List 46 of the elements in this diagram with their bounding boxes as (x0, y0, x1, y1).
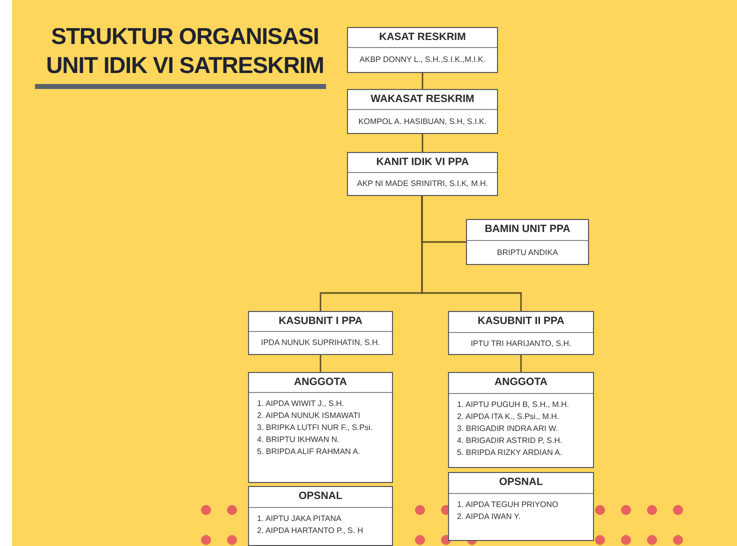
member-name: 5. BRIPDA RIZKY ARDIAN A. (457, 448, 562, 458)
org-box (347, 89, 498, 134)
org-box (248, 486, 393, 546)
member-name: 2. AIPDA IWAN Y. (457, 512, 520, 522)
org-box (448, 311, 594, 355)
member-name: 5. BRIPDA ALIF RAHMAN A. (257, 447, 360, 457)
member-name: 4. BRIGADIR ASTRID P, S.H. (457, 436, 562, 446)
member-name: 3. BRIPKA LUTFI NUR F., S.Psi. (257, 423, 373, 433)
connector-line (320, 355, 322, 372)
diagram-title: STRUKTUR ORGANISASI UNIT IDIK VI SATRESKRIM (45, 22, 325, 80)
position-title: ANGGOTA (449, 373, 593, 394)
position-title: OPSNAL (249, 487, 392, 508)
position-title: KANIT IDIK VI PPA (348, 153, 497, 173)
member-name: 2. AIPDA ITA K., S.Psi., M.H. (457, 412, 560, 422)
officer-name: KOMPOL A. HASIBUAN, S.H, S.I.K. (358, 116, 487, 126)
org-box (347, 152, 498, 196)
member-name: 1. AIPTU PUGUH B, S.H., M.H. (457, 400, 570, 410)
officer-name: IPDA NUNUK SUPRIHATIN, S.H. (261, 338, 380, 348)
org-box (448, 372, 594, 468)
connector-line (422, 73, 424, 89)
org-box (347, 27, 498, 73)
connector-line (520, 355, 522, 372)
position-title: BAMIN UNIT PPA (467, 220, 588, 241)
member-name: 2. AIPDA NUNUK ISMAWATI (257, 411, 360, 421)
position-title: WAKASAT RESKRIM (348, 90, 497, 110)
org-box (248, 372, 393, 483)
member-name: 1. AIPDA TEGUH PRIYONO (457, 500, 558, 510)
member-name: 1. AIPTU JAKA PITANA (257, 514, 342, 524)
member-name: 1. AIPDA WIWIT J., S.H. (257, 399, 344, 409)
position-title: KASUBNIT I PPA (249, 312, 392, 332)
officer-name: IPTU TRI HARIJANTO, S.H. (470, 338, 572, 348)
org-box (248, 311, 393, 355)
member-name: 3. BRIGADIR INDRA ARI W. (457, 424, 558, 434)
connector-line (422, 134, 424, 152)
member-name: 2. AIPDA HARTANTO P., S. H (257, 526, 364, 536)
member-name: 4. BRIPTU IKHWAN N. (257, 435, 340, 445)
position-title: KASAT RESKRIM (348, 28, 497, 48)
officer-name: AKP NI MADE SRINITRI, S.I.K, M.H. (357, 179, 488, 189)
connector-line (421, 196, 522, 311)
org-box (466, 219, 589, 265)
position-title: OPSNAL (449, 473, 593, 494)
officer-name: BRIPTU ANDIKA (497, 248, 558, 258)
position-title: ANGGOTA (249, 373, 392, 393)
position-title: KASUBNIT II PPA (449, 312, 593, 333)
org-box (448, 472, 594, 541)
officer-name: AKBP DONNY L., S.H.,S.I.K.,M.I.K. (360, 55, 486, 65)
